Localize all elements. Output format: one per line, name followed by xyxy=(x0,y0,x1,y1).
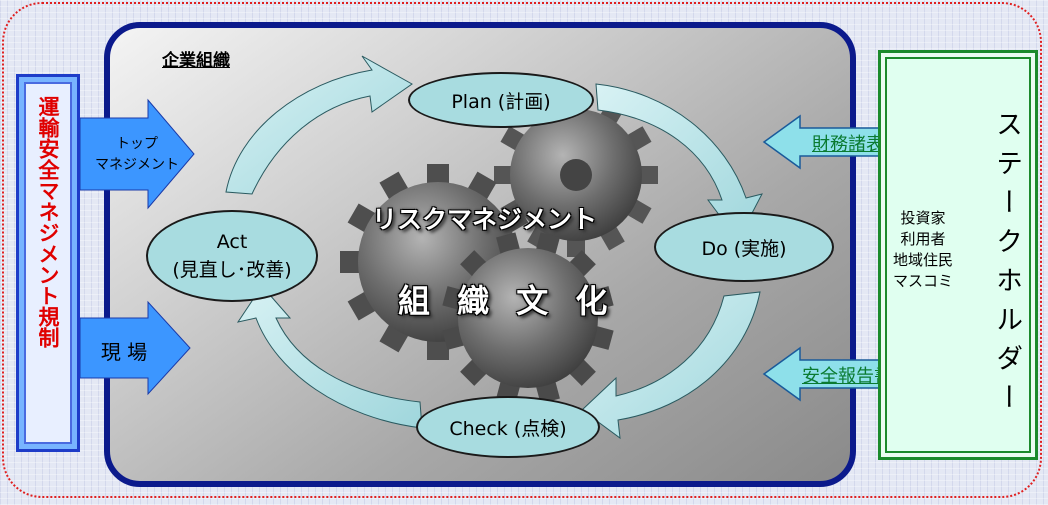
top-management-arrow xyxy=(79,98,195,210)
field-arrow xyxy=(79,300,191,396)
cycle-arrow-do-to-check xyxy=(581,291,761,440)
stakeholder-title: ステークホルダー xyxy=(991,110,1022,422)
organization-title: 企業組織 xyxy=(162,51,230,71)
safety-report-label: 安全報告書 xyxy=(802,366,892,387)
cycle-arrow-act-to-plan xyxy=(225,55,413,195)
act-node: Act (見直し･改善) xyxy=(146,210,318,302)
gear-icon-bottom xyxy=(442,232,614,404)
stakeholder-list: 投資家 利用者 地域住民 マスコミ xyxy=(892,208,954,292)
check-node: Check (点検) xyxy=(416,396,600,458)
field-label: 現 場 xyxy=(100,340,148,364)
organizational-culture-label: 組 織 文 化 xyxy=(398,282,616,320)
stakeholder-item: マスコミ xyxy=(892,272,953,290)
stakeholder-box xyxy=(878,50,1038,460)
regulation-label: 運輸安全マネジメント規制 xyxy=(36,96,60,348)
outer-dotted-frame xyxy=(2,2,1042,498)
stakeholder-item: 投資家 xyxy=(900,209,946,227)
plan-node: Plan (計画) xyxy=(408,72,594,128)
do-node: Do (実施) xyxy=(654,212,834,282)
financial-report-label: 財務諸表 xyxy=(812,134,884,155)
top-management-label: トップ マネジメント xyxy=(95,136,179,173)
stakeholder-item: 地域住民 xyxy=(892,251,953,269)
stakeholder-item: 利用者 xyxy=(900,230,946,248)
regulation-box: 運輸安全マネジメント規制 xyxy=(16,74,80,452)
risk-management-label: リスクマネジメント xyxy=(372,205,598,234)
